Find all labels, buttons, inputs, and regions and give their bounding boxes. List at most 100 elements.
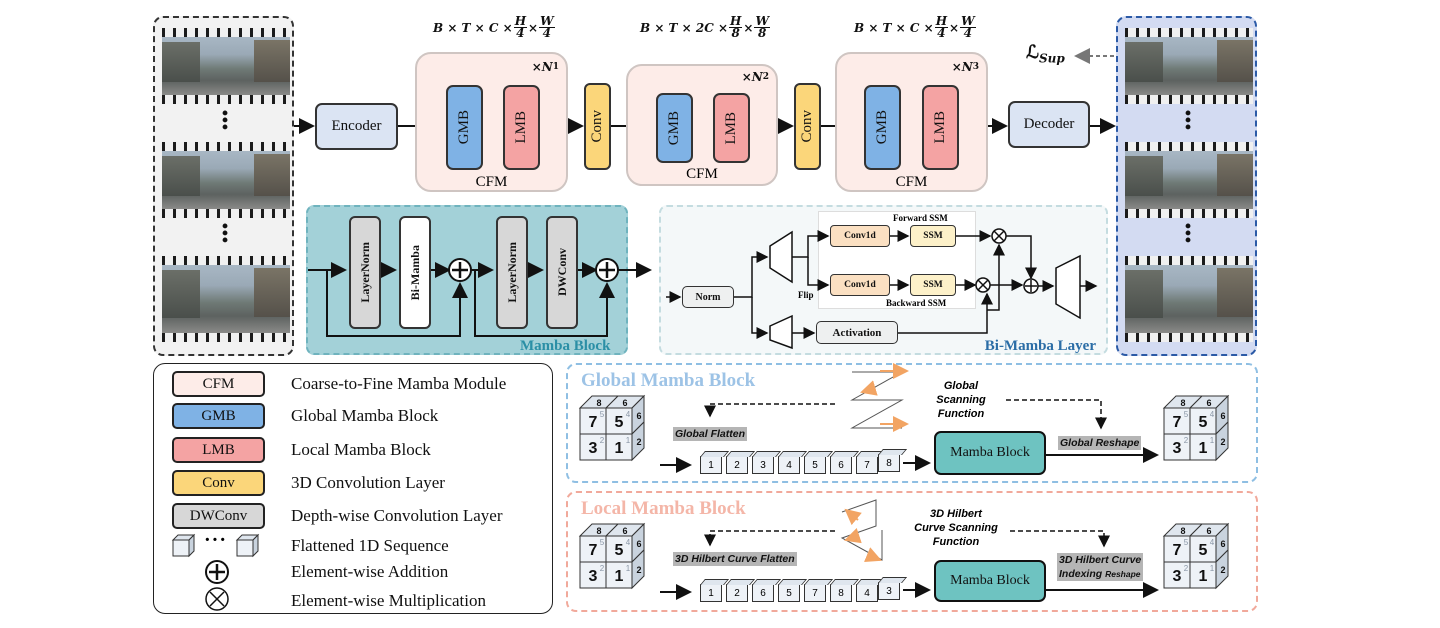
voxel-number: 7: [1173, 414, 1182, 431]
voxel-front-face: [605, 561, 633, 589]
voxel-number: 2: [636, 437, 641, 447]
norm-block: Norm: [682, 286, 734, 308]
voxel-number: 5: [1199, 542, 1208, 559]
global-scan-path-icon: [850, 371, 904, 429]
supervision-loss: ℒSup: [1026, 42, 1065, 66]
hilbert-path-icon: [840, 499, 883, 561]
sequence-cube: 7: [804, 584, 826, 602]
voxel-number: 4: [626, 538, 631, 547]
voxel-number: 2: [1220, 437, 1225, 447]
cfm-label: CFM: [686, 166, 718, 182]
voxel-number: 7: [1173, 542, 1182, 559]
sequence-cube: 2: [726, 584, 748, 602]
legend-text-gmb: Global Mamba Block: [291, 406, 439, 425]
voxel-number: 3: [589, 568, 598, 585]
voxel-number: 5: [600, 410, 605, 419]
bimamba-layer-title: Bi-Mamba Layer: [984, 338, 1096, 354]
input-frame-2: [162, 142, 290, 218]
lmb-block: LMB: [922, 85, 959, 170]
voxel-number: 2: [1184, 436, 1189, 445]
local-mamba-panel: Local Mamba Block: [566, 491, 1258, 612]
lmb-block: LMB: [713, 93, 750, 163]
sequence-cube: 1: [700, 584, 722, 602]
legend-item-dwconv: DWConv: [172, 502, 265, 530]
conv1d-forward: Conv1d: [830, 225, 890, 247]
sequence-cube: 3: [878, 582, 900, 600]
vertical-ellipsis-icon: •••: [1184, 103, 1192, 137]
legend-item-gmb: GMB: [172, 402, 265, 430]
voxel-number: 6: [622, 398, 627, 408]
hilbert-scanning-label: 3D Hilbert Curve Scanning Function: [914, 508, 998, 548]
decoder-block: Decoder: [1008, 101, 1090, 148]
sequence-cube: 6: [830, 456, 852, 474]
voxel-number: 6: [1220, 539, 1225, 549]
output-frame-3: [1125, 256, 1253, 342]
voxel-number: 5: [1199, 414, 1208, 431]
voxel-number: 1: [1210, 564, 1215, 573]
add-icon: [205, 560, 229, 584]
voxel-number: 1: [1199, 568, 1208, 585]
lmb-block: LMB: [503, 85, 540, 170]
voxel-number: 6: [1206, 526, 1211, 536]
multiply-icon: [205, 587, 229, 611]
voxel-number: 3: [1173, 568, 1182, 585]
backward-ssm-label: Backward SSM: [886, 298, 947, 308]
output-projection-icon: [1055, 254, 1081, 320]
voxel-number: 5: [615, 542, 624, 559]
sequence-cube: 2: [726, 456, 748, 474]
legend-item-cfm: CFM: [172, 370, 265, 398]
global-flatten-label: Global Flatten: [673, 427, 748, 441]
voxel-number: 1: [1210, 436, 1215, 445]
legend-text-conv: 3D Convolution Layer: [291, 473, 445, 492]
sequence-cubes-icon: [171, 533, 260, 558]
layernorm-block-2: LayerNorm: [496, 216, 528, 329]
voxel-number: 6: [622, 526, 627, 536]
input-frame-3: [162, 256, 290, 342]
output-frame-1: [1125, 28, 1253, 104]
linear-projection-icon: [769, 230, 793, 284]
voxel-number: 1: [626, 436, 631, 445]
voxel-number: 8: [1180, 398, 1185, 408]
voxel-number: 5: [600, 538, 605, 547]
global-mamba-title: Global Mamba Block: [581, 370, 756, 391]
vertical-ellipsis-icon: •••: [221, 216, 229, 250]
layernorm-block-1: LayerNorm: [349, 216, 381, 329]
legend-text-sequence: Flattened 1D Sequence: [291, 536, 449, 555]
sequence-cube: 5: [778, 584, 800, 602]
hilbert-flatten-label: 3D Hilbert Curve Flatten: [673, 552, 797, 566]
legend-text-cfm: Coarse-to-Fine Mamba Module: [291, 374, 507, 393]
gmb-block: GMB: [864, 85, 901, 170]
linear-projection-icon: [769, 314, 793, 350]
voxel-number: 2: [636, 565, 641, 575]
input-frame-1: [162, 28, 290, 104]
mamba-block-title: Mamba Block: [520, 338, 611, 354]
dwconv-block: DWConv: [546, 216, 578, 329]
voxel-number: 2: [1220, 565, 1225, 575]
voxel-number: 7: [589, 414, 598, 431]
cfm-label: CFM: [475, 174, 508, 190]
voxel-number: 8: [1180, 526, 1185, 536]
legend-dots: ···: [204, 529, 228, 551]
activation-block: Activation: [816, 321, 898, 344]
voxel-front-face: [605, 433, 633, 461]
legend-text-lmb: Local Mamba Block: [291, 440, 431, 459]
conv-block-1: Conv: [584, 83, 611, 170]
sequence-cube: 8: [830, 584, 852, 602]
cfm-label: CFM: [895, 174, 928, 190]
ssm-forward: SSM: [910, 225, 956, 247]
ssm-backward: SSM: [910, 274, 956, 296]
encoder-block: Encoder: [315, 103, 398, 150]
conv-block-2: Conv: [794, 83, 821, 170]
sequence-cube: 1: [700, 456, 722, 474]
sequence-cube: 3: [752, 456, 774, 474]
